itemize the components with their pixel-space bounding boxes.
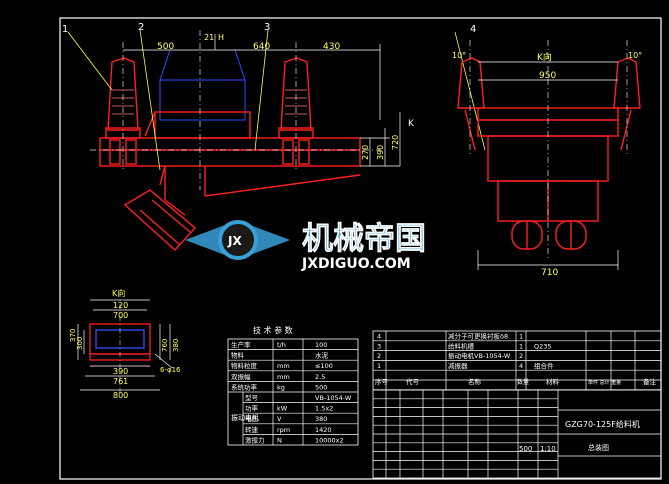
spec-row-value: VB-1054-W	[315, 394, 352, 402]
part-qty: 1	[519, 333, 523, 341]
parts-header-no: 序号	[375, 377, 389, 386]
section-dim-390: 390	[113, 367, 128, 376]
part-name: 给料机槽	[448, 341, 475, 350]
spec-row-name: 物料	[231, 351, 245, 360]
dim-950: 950	[539, 71, 556, 81]
section-dim-800: 800	[113, 391, 128, 400]
angle-left: 10°	[452, 51, 466, 60]
part-name: 减分子可更换衬板δ8	[448, 332, 508, 341]
spec-row-value: 1420	[315, 426, 332, 434]
section-dim-300: 300	[76, 337, 84, 350]
spec-row-name: 物料粒度	[231, 361, 258, 370]
spec-row-unit: V	[277, 415, 282, 423]
section-dim-700: 700	[113, 311, 128, 320]
callout-2: 2	[138, 22, 144, 33]
spec-row-value: 水泥	[315, 351, 329, 360]
watermark-cn: 机械帝国	[302, 221, 426, 257]
spec-row-name: 系统功率	[231, 382, 258, 391]
spec-row-name: 型号	[245, 393, 259, 402]
part-no: 3	[377, 342, 381, 350]
section-dim-370: 370	[69, 329, 77, 342]
watermark-en: JXDIGUO.COM	[301, 256, 411, 272]
part-name: 减振器	[448, 361, 468, 370]
title-scale: 1:10	[540, 445, 556, 453]
spec-row-value: 1.5x2	[315, 405, 333, 413]
dim-710: 710	[541, 268, 558, 278]
section-dim-760: 760	[161, 339, 169, 352]
spec-row-unit: N	[277, 436, 282, 444]
parts-header-weight: 单件 总计 重量	[588, 379, 621, 386]
watermark-logo: JX	[185, 220, 290, 260]
part-material: 组合件	[534, 361, 554, 370]
part-material: Q235	[534, 342, 552, 350]
spec-row-name: 生产率	[231, 340, 251, 349]
spec-group-label: 振动电机	[231, 413, 259, 422]
callout-3: 3	[264, 22, 270, 33]
spec-row-unit: kW	[277, 405, 288, 413]
spec-row-value: 100	[315, 341, 327, 349]
dim-21: 21	[204, 33, 214, 42]
dim-500: 500	[157, 42, 174, 52]
section-dim-761: 761	[113, 377, 128, 386]
spec-row-name: 功率	[245, 404, 259, 413]
watermark-logo-text: JX	[227, 234, 242, 248]
parts-header-remark: 备注	[643, 377, 657, 386]
callout-1: 1	[62, 24, 68, 35]
title-drawing-no: GZG70-125F给料机	[565, 419, 640, 429]
section-title: K向	[112, 288, 125, 298]
spec-row-unit: t/h	[277, 341, 286, 349]
callout-4: 4	[470, 24, 476, 35]
side-k-label: K向	[537, 51, 552, 63]
part-no: 4	[377, 333, 381, 341]
spec-row-name: 激振力	[245, 435, 265, 444]
spec-row-value: 10000x2	[315, 436, 344, 444]
section-note: 6-φ16	[160, 366, 181, 374]
dim-720: 720	[391, 135, 400, 150]
title-weight: 500	[519, 445, 532, 453]
spec-row-value: 500	[315, 383, 327, 391]
dim-640: 640	[253, 42, 270, 52]
spec-row-name: 双振幅	[231, 372, 251, 381]
spec-table-title: 技 术 参 数	[253, 325, 293, 335]
side-view: 4 K向 950 710 10° 10°	[452, 24, 642, 278]
spec-row-unit: kg	[277, 383, 285, 391]
part-qty: 4	[519, 362, 523, 370]
parts-header-code: 代号	[406, 377, 420, 386]
part-no: 1	[377, 362, 381, 370]
spec-row-unit: rpm	[277, 426, 290, 434]
angle-right: 10°	[628, 51, 642, 60]
spec-row-unit: mm	[277, 362, 290, 370]
spec-row-name: 转速	[245, 425, 259, 434]
dim-h1: H	[218, 33, 224, 42]
dim-390: 390	[376, 145, 385, 160]
spec-row-value: 2.5	[315, 373, 325, 381]
parts-header-name: 名称	[468, 377, 482, 386]
dim-430: 430	[323, 42, 340, 52]
part-qty: 2	[519, 352, 523, 360]
part-name: 振动电机VB-1054-W	[448, 351, 511, 360]
title-drawing-name: 总装图	[588, 443, 609, 452]
section-dim-380: 380	[172, 339, 180, 352]
dim-270: 270	[361, 145, 370, 160]
spec-row-value: 380	[315, 415, 327, 423]
label-k: K	[408, 119, 415, 129]
front-view: 1 2 3 500 640 430 21 H K 270 390 720	[62, 22, 486, 251]
part-no: 2	[377, 352, 381, 360]
section-view: K向 120 700 390 761 800 370 300 760 380 6…	[69, 288, 181, 400]
spec-row-name: 电压	[245, 414, 259, 423]
spec-row-value: ≤100	[315, 362, 333, 370]
spec-row-unit: mm	[277, 373, 290, 381]
parts-header-material: 材料	[546, 377, 560, 386]
drawing-border	[59, 17, 662, 480]
parts-header-qty: 数量	[517, 378, 529, 386]
part-qty: 1	[519, 342, 523, 350]
section-dim-120: 120	[113, 301, 128, 310]
